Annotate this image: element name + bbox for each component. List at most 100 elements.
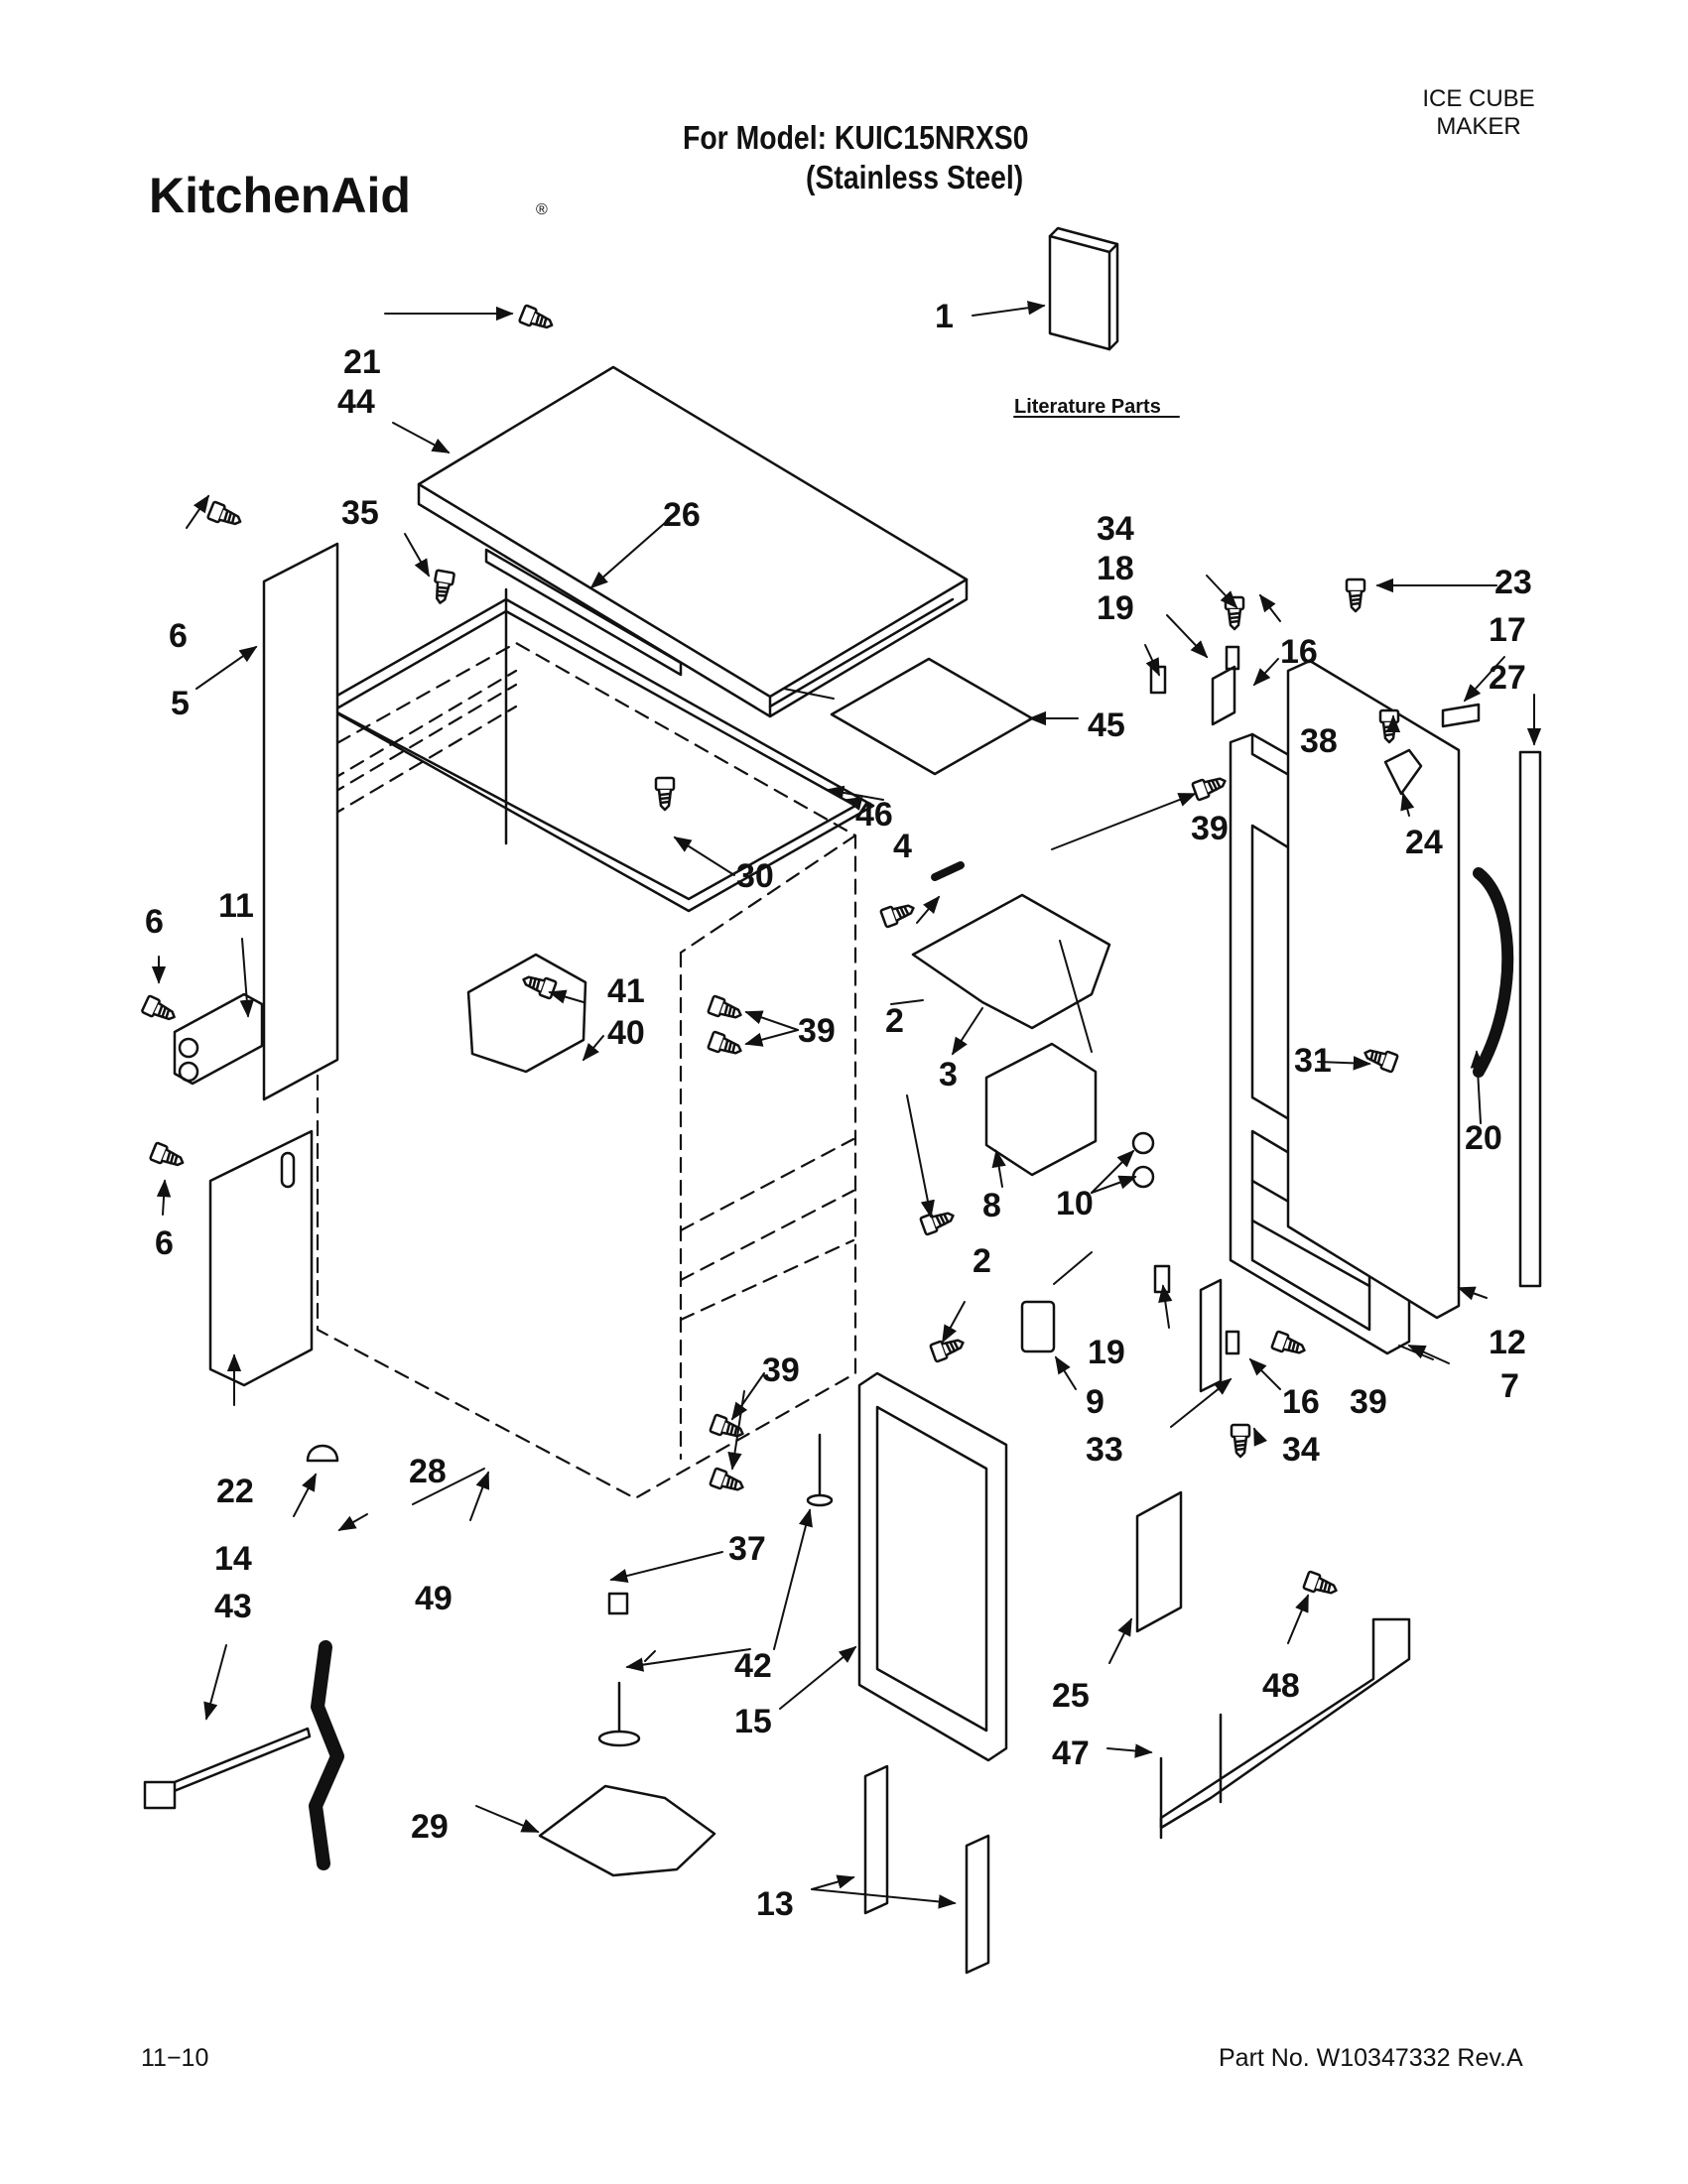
- lower-hinge: [1199, 1278, 1223, 1393]
- callout-43: 43: [214, 1588, 252, 1625]
- lower-side-panel: [208, 1129, 314, 1387]
- callout-42: 42: [734, 1647, 772, 1685]
- callout-30: 30: [736, 857, 774, 895]
- category-line-1: ICE CUBE: [1422, 85, 1535, 112]
- callout-2-top: 2: [885, 1002, 904, 1040]
- screw-2-low: [929, 1333, 968, 1363]
- literature-parts-label: Literature Parts: [1014, 396, 1161, 418]
- screw-39-b: [707, 1030, 745, 1061]
- leg-spacer: [607, 1592, 629, 1615]
- callout-27: 27: [1489, 659, 1526, 697]
- callout-45: 45: [1088, 707, 1125, 744]
- insulation-sheet: [830, 657, 1034, 776]
- shim-bracket: [1135, 1490, 1183, 1633]
- cable-tie-head: [143, 1780, 177, 1810]
- screw-39-hinge: [1270, 1330, 1309, 1360]
- callout-22: 22: [216, 1473, 254, 1510]
- screw-34-top: [1224, 595, 1245, 631]
- chute-pin: [931, 861, 965, 881]
- light-housing: [984, 1042, 1098, 1177]
- callout-6-mid: 6: [145, 903, 164, 941]
- callout-26: 26: [663, 496, 701, 534]
- screw-2-top: [879, 898, 918, 929]
- brand-registered-mark: ®: [536, 201, 548, 218]
- screw-48: [1302, 1570, 1341, 1601]
- callout-24: 24: [1405, 824, 1443, 861]
- callout-8: 8: [982, 1187, 1001, 1224]
- revision-date: 11−10: [141, 2044, 209, 2072]
- callout-31: 31: [1294, 1042, 1332, 1080]
- callout-4: 4: [893, 828, 912, 865]
- ice-scoop: [538, 1784, 716, 1877]
- hinge-bushing-lower: [1225, 1330, 1240, 1355]
- part-number: Part No. W10347332 Rev.A: [1219, 2044, 1523, 2072]
- callout-12: 12: [1489, 1324, 1526, 1361]
- door-frame: [1286, 659, 1461, 1320]
- model-title: For Model: KUIC15NRXS0: [683, 119, 1029, 156]
- callout-47: 47: [1052, 1734, 1090, 1772]
- callout-15: 15: [734, 1703, 772, 1740]
- category-line-2: MAKER: [1436, 113, 1521, 140]
- light-socket-a: [1131, 1131, 1155, 1155]
- callout-49: 49: [415, 1580, 453, 1617]
- trim-strip-right: [965, 1834, 990, 1975]
- brand-logo: KitchenAid: [149, 168, 411, 223]
- panel-slot: [280, 1151, 296, 1189]
- air-duct: [466, 953, 587, 1074]
- callout-19-top: 19: [1097, 589, 1134, 627]
- hinge-shim-lower: [1153, 1264, 1171, 1294]
- callout-3: 3: [939, 1056, 958, 1093]
- callout-16-top: 16: [1280, 633, 1318, 671]
- top-cover: [417, 365, 969, 718]
- callout-39-low: 39: [762, 1351, 800, 1389]
- leveling-leg-rear: [806, 1433, 834, 1507]
- screw-6-top: [205, 500, 245, 532]
- callout-38: 38: [1300, 722, 1338, 760]
- screw-35: [430, 569, 456, 606]
- callout-39-hinge: 39: [1350, 1383, 1387, 1421]
- callout-33: 33: [1086, 1431, 1123, 1469]
- screw-39-d: [709, 1467, 747, 1497]
- callout-29: 29: [411, 1808, 449, 1846]
- screw-30: [654, 776, 676, 812]
- screw-21: [517, 304, 557, 335]
- category-label: ICE CUBE MAKER: [1399, 85, 1558, 141]
- ice-chute: [911, 893, 1111, 1030]
- hose-clamp: [306, 1444, 339, 1463]
- trim-strip-left: [863, 1764, 889, 1915]
- hinge-pin-cover: [1441, 703, 1481, 728]
- callout-5: 5: [171, 685, 190, 722]
- callout-46: 46: [855, 796, 893, 834]
- door-switch: [1020, 1300, 1056, 1353]
- drain-tube: [309, 1640, 344, 1870]
- door-gasket: [857, 1371, 1008, 1762]
- toe-grille: [1159, 1617, 1411, 1840]
- callout-7: 7: [1500, 1367, 1519, 1405]
- screw-39-door: [1191, 771, 1230, 802]
- callout-34-top: 34: [1097, 510, 1134, 548]
- door-stop: [1383, 748, 1423, 796]
- callout-1: 1: [935, 298, 954, 335]
- callout-6-low: 6: [155, 1224, 174, 1262]
- callout-35: 35: [341, 494, 379, 532]
- callout-13: 13: [756, 1885, 794, 1923]
- callout-9: 9: [1086, 1383, 1104, 1421]
- callout-39-door: 39: [1191, 810, 1229, 847]
- callout-2-mid: 2: [973, 1242, 991, 1280]
- screw-6-mid: [140, 994, 180, 1027]
- callout-28: 28: [409, 1453, 447, 1490]
- callout-10: 10: [1056, 1185, 1094, 1222]
- door-handle: [1473, 867, 1514, 1078]
- screw-34-low: [1230, 1423, 1251, 1459]
- upper-hinge: [1211, 665, 1236, 726]
- screw-39-a: [707, 994, 745, 1025]
- door-gasket-strip: [1518, 750, 1542, 1288]
- callout-23: 23: [1494, 564, 1532, 601]
- screw-6-low: [148, 1141, 188, 1173]
- callout-21: 21: [343, 343, 381, 381]
- callout-6: 6: [169, 617, 188, 655]
- callout-17: 17: [1489, 611, 1526, 649]
- callout-40: 40: [607, 1014, 645, 1052]
- hinge-bracket: [173, 992, 264, 1086]
